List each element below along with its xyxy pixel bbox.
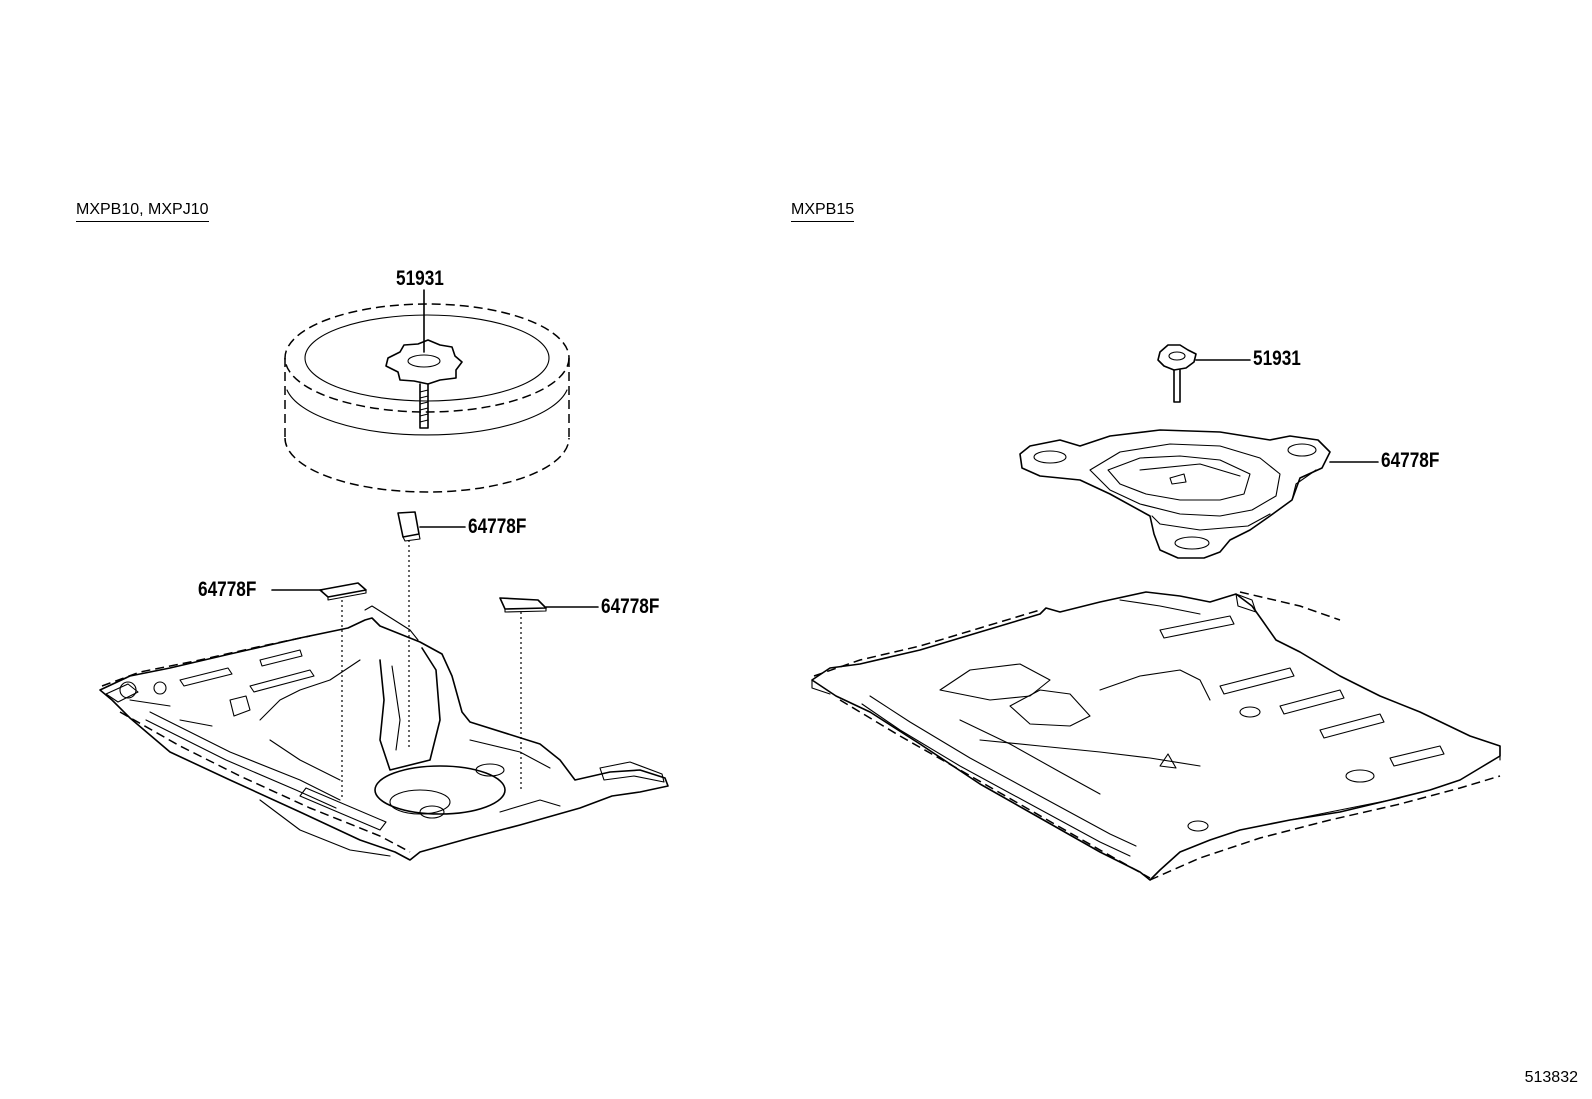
- callout-right-holder: 64778F: [1381, 449, 1440, 472]
- cushion-pad-right: [499, 597, 599, 790]
- rear-floor-pan-right: [811, 591, 1501, 881]
- callout-left-pad-right: 64778F: [601, 595, 660, 618]
- callout-left-pad-left: 64778F: [198, 578, 257, 601]
- spare-tire-holder: [1019, 429, 1379, 559]
- callout-left-clamp: 51931: [396, 267, 444, 290]
- rear-floor-pan-left: [99, 605, 669, 861]
- cushion-pad-upper: [397, 511, 466, 750]
- variant-label-left: MXPB10, MXPJ10: [76, 201, 209, 222]
- spare-wheel-clamp-bolt-left: [385, 289, 463, 429]
- diagram-id: 513832: [1524, 1069, 1578, 1086]
- cushion-pad-left: [271, 582, 367, 800]
- callout-left-pad-upper: 64778F: [468, 515, 527, 538]
- spare-wheel-clamp-bolt-right: [1157, 344, 1251, 403]
- spare-tire-phantom: [284, 303, 570, 493]
- variant-label-right: MXPB15: [791, 201, 855, 222]
- callout-right-clamp: 51931: [1253, 347, 1301, 370]
